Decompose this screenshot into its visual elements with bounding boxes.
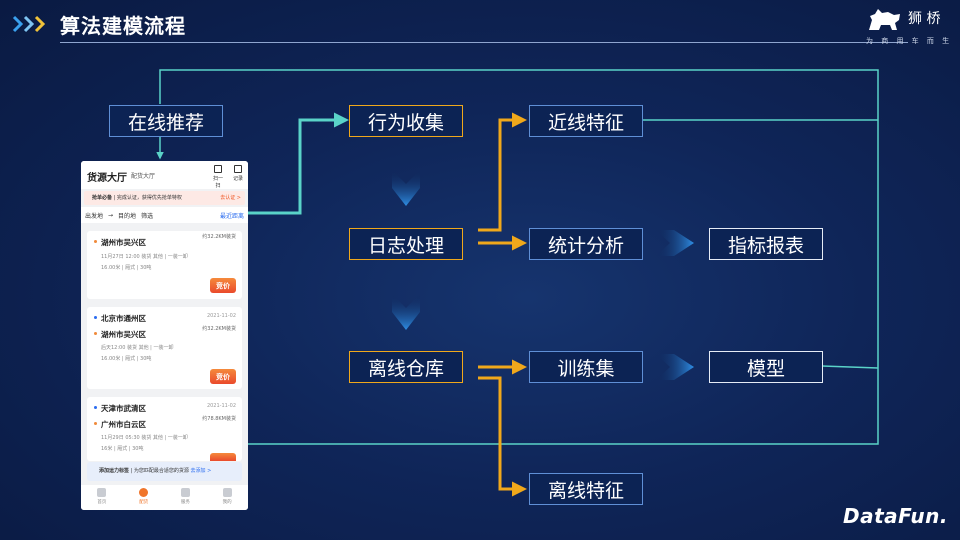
cargo-card[interactable]: 2021-11-02 天津市武清区 广州市白云区 约78.8KM装货 11月29… bbox=[87, 397, 242, 461]
auth-banner[interactable]: 抢单必备 | 完成认证，获得优先抢单特权去认证 > bbox=[84, 191, 245, 205]
wh-to-offline bbox=[478, 376, 527, 497]
lion-icon bbox=[869, 9, 900, 30]
cargo-destination: 广州市白云区 bbox=[101, 420, 146, 429]
page-title: 算法建模流程 bbox=[60, 14, 186, 38]
app-title: 货源大厅 bbox=[87, 173, 127, 184]
logo-tagline: 为 商 用 车 而 生 bbox=[866, 37, 953, 45]
node-model: 模型 bbox=[709, 351, 823, 383]
origin-dot bbox=[94, 406, 97, 409]
cargo-spec: 16米 | 厢式 | 30吨 bbox=[101, 446, 144, 452]
record-icon[interactable]: 记录 bbox=[231, 165, 245, 185]
cargo-origin: 湖州市吴兴区 bbox=[101, 238, 146, 247]
destination-dot bbox=[94, 422, 97, 425]
app-header: 货源大厅 配货大厅 扫一扫 记录 bbox=[81, 161, 248, 189]
log-to-near bbox=[478, 112, 527, 232]
phone-to-behavior bbox=[248, 112, 349, 215]
profile-icon bbox=[222, 488, 232, 497]
origin-dot bbox=[94, 240, 97, 243]
nav-profile[interactable]: 我的 bbox=[206, 485, 248, 510]
loop-line bbox=[159, 69, 879, 445]
app-subtitle-tab[interactable]: 配货大厅 bbox=[131, 173, 156, 180]
down-arrow-1 bbox=[392, 170, 420, 206]
app-screenshot: 货源大厅 配货大厅 扫一扫 记录 抢单必备 | 完成认证，获得优先抢单特权去认证… bbox=[81, 161, 248, 510]
service-icon bbox=[180, 488, 190, 497]
cargo-date: 2021-11-02 bbox=[206, 313, 236, 319]
cargo-distance: 约32.2KM装货 bbox=[202, 326, 236, 332]
cargo-distance: 约32.2KM装货 bbox=[202, 234, 236, 240]
cargo-spec: 16.00米 | 厢式 | 30吨 bbox=[101, 265, 152, 271]
node-nearline-features: 近线特征 bbox=[529, 105, 643, 137]
datafun-brand: DataFun. bbox=[843, 504, 948, 528]
cargo-time: 11月29日 05:30 装货 其他 | 一装一卸 bbox=[101, 435, 188, 441]
nav-home[interactable]: 首页 bbox=[81, 485, 123, 510]
header-divider bbox=[60, 42, 908, 43]
right-arrow-1 bbox=[656, 230, 694, 256]
auth-link[interactable]: 去认证 > bbox=[220, 195, 241, 201]
add-tag-link[interactable]: 去添加 > bbox=[190, 468, 212, 474]
node-behavior-collection: 行为收集 bbox=[349, 105, 463, 137]
logo-name: 狮 桥 bbox=[908, 11, 941, 27]
nav-service[interactable]: 服务 bbox=[165, 485, 207, 510]
company-logo: 狮 桥 为 商 用 车 而 生 bbox=[866, 6, 952, 46]
cargo-time: 后天12:00 装货 其他 | 一装一卸 bbox=[101, 345, 174, 351]
filter-origin[interactable]: 出发地 bbox=[85, 212, 104, 220]
filter-bar: 出发地 → 目的地 筛选 最近距离 bbox=[81, 207, 248, 223]
node-statistical-analysis: 统计分析 bbox=[529, 228, 643, 260]
bid-button[interactable]: 竞价 bbox=[210, 453, 236, 461]
bid-button[interactable]: 竞价 bbox=[210, 278, 236, 293]
cargo-date: 2021-11-02 bbox=[206, 403, 236, 409]
cargo-distance: 约78.8KM装货 bbox=[202, 416, 236, 422]
nav-cargo[interactable]: 配货 bbox=[123, 485, 165, 510]
cargo-card[interactable]: 湖州市吴兴区 约32.2KM装货 11月27日 12:00 装货 其他 | 一装… bbox=[87, 231, 242, 299]
origin-dot bbox=[94, 316, 97, 319]
bottom-nav: 首页 配货 服务 我的 bbox=[81, 485, 248, 510]
arrow-icon: → bbox=[108, 211, 114, 219]
home-icon bbox=[97, 488, 107, 497]
bid-button[interactable]: 竞价 bbox=[210, 369, 236, 384]
right-arrow-2 bbox=[656, 354, 694, 380]
node-online-recommendation: 在线推荐 bbox=[109, 105, 223, 137]
cargo-origin: 天津市武清区 bbox=[101, 404, 146, 413]
cargo-origin: 北京市通州区 bbox=[101, 314, 146, 323]
cargo-card[interactable]: 2021-11-02 北京市通州区 湖州市吴兴区 约32.2KM装货 后天12:… bbox=[87, 307, 242, 389]
down-arrow-2 bbox=[392, 294, 420, 330]
node-offline-warehouse: 离线仓库 bbox=[349, 351, 463, 383]
destination-dot bbox=[94, 332, 97, 335]
capacity-tag-bar[interactable]: 添加运力标签 | 为您匹配最合适您的货源 去添加 > bbox=[87, 462, 242, 481]
filter-sort[interactable]: 筛选 bbox=[141, 212, 154, 220]
node-training-set: 训练集 bbox=[529, 351, 643, 383]
cargo-icon bbox=[139, 488, 149, 497]
model-to-loop bbox=[821, 365, 879, 369]
cargo-destination: 湖州市吴兴区 bbox=[101, 330, 146, 339]
chevron-logo-icon bbox=[12, 15, 46, 33]
node-metrics-report: 指标报表 bbox=[709, 228, 823, 260]
filter-nearest[interactable]: 最近距离 bbox=[219, 212, 244, 220]
filter-destination[interactable]: 目的地 bbox=[118, 212, 137, 220]
cargo-time: 11月27日 12:00 装货 其他 | 一装一卸 bbox=[101, 254, 188, 260]
cargo-spec: 16.00米 | 厢式 | 30吨 bbox=[101, 356, 152, 362]
node-log-processing: 日志处理 bbox=[349, 228, 463, 260]
node-offline-features: 离线特征 bbox=[529, 473, 643, 505]
scan-icon[interactable]: 扫一扫 bbox=[211, 165, 225, 189]
